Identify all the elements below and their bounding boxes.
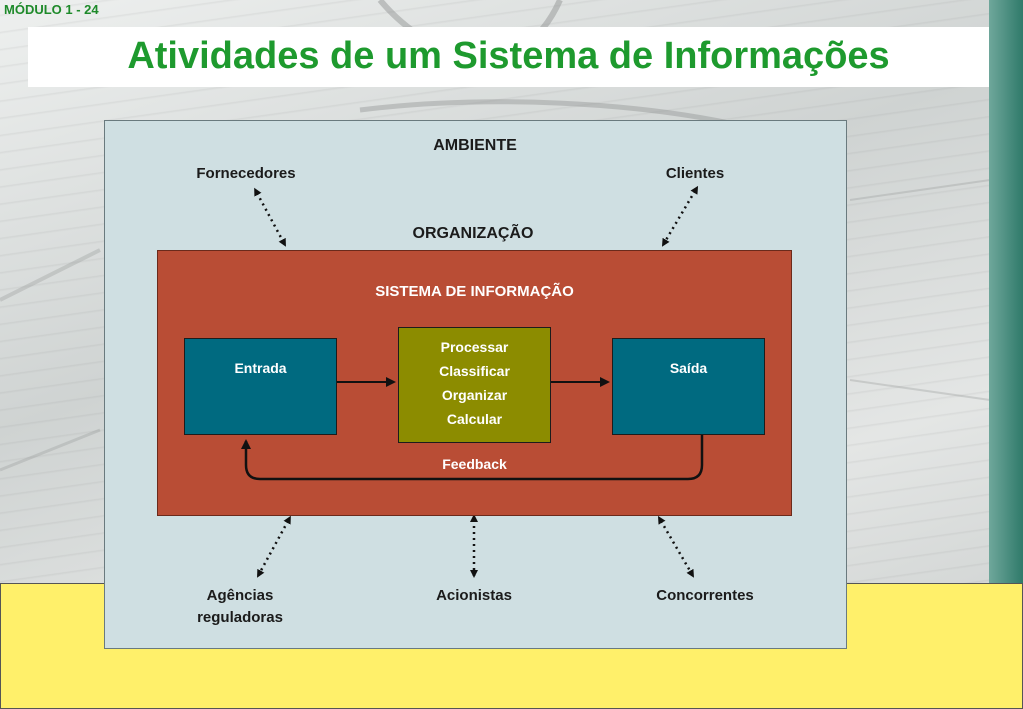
processing-line: Processar [440,339,509,355]
flow-arrows [241,377,704,481]
organization-box: SISTEMA DE INFORMAÇÃO Entrada Processar … [157,250,792,516]
diagram-arrows [254,185,699,578]
page-title: Atividades de um Sistema de Informações [127,35,890,77]
feedback-label: Feedback [442,456,507,472]
processing-line: Calcular [446,411,503,427]
module-label: MÓDULO 1 - 24 [4,2,99,17]
regulators-line1: Agências [206,587,274,604]
environment-label: AMBIENTE [433,137,517,154]
competitors-label: Concorrentes [656,587,754,604]
processing-box: Processar Classificar Organizar Calcular [398,327,551,443]
output-box: Saída [612,338,765,435]
arrow-customers [661,185,699,247]
arrow-competitors [657,515,695,578]
customers-label: Clientes [665,165,725,182]
system-label: SISTEMA DE INFORMAÇÃO [375,283,574,300]
title-box: Atividades de um Sistema de Informações [28,27,989,87]
input-label: Entrada [234,360,287,376]
output-label: Saída [669,360,708,376]
suppliers-label: Fornecedores [196,165,296,182]
processing-line: Classificar [439,363,510,379]
processing-line: Organizar [441,387,508,403]
regulators-label: Agências reguladoras [165,585,315,629]
feedback-loop-arrow [241,435,704,481]
organization-label: ORGANIZAÇÃO [412,225,534,242]
regulators-line2: reguladoras [197,609,283,626]
arrow-suppliers [254,187,287,247]
shareholders-label: Acionistas [436,587,512,604]
arrow-regulators [256,515,291,578]
input-box: Entrada [184,338,337,435]
information-system-diagram: AMBIENTE Fornecedores Clientes ORGANIZAÇ… [104,120,847,649]
